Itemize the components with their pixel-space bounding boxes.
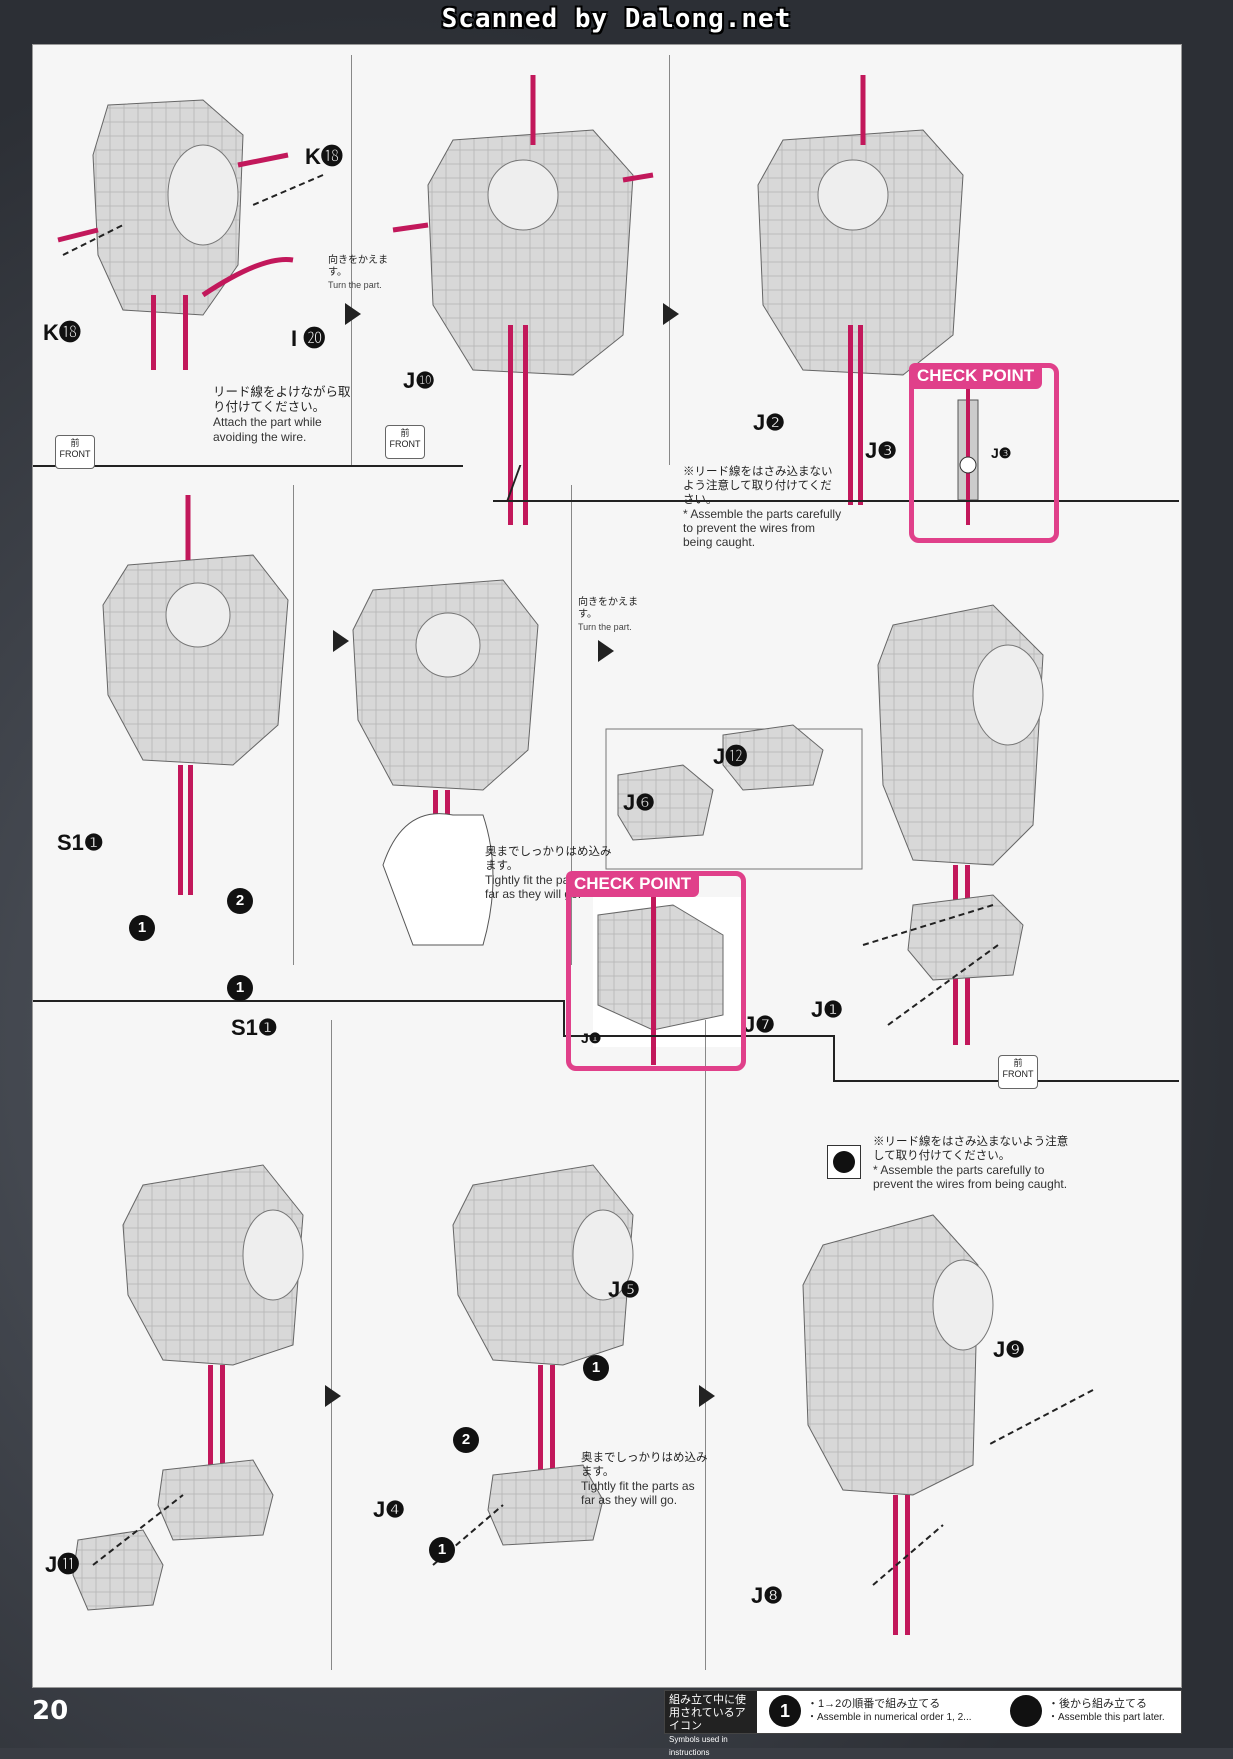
- legend-later-text: ・後から組み立てる・Assemble this part later.: [1048, 1698, 1165, 1723]
- part-label-j10: J❿: [403, 368, 435, 393]
- instruction-page: K⓲ K⓲ I ⓴ J❿ J❷ J❸ S1❶ S1❶ J⓬ J❻ J❶ J❼ J…: [32, 44, 1182, 1688]
- divider: [705, 1020, 706, 1670]
- part-label-s1-bottom: S1❶: [231, 1015, 278, 1040]
- step-arrow-icon: [699, 1385, 715, 1407]
- check-point-title-1: CHECK POINT: [909, 363, 1043, 389]
- assembly-illustration: [57, 75, 1094, 1635]
- panel-border: [33, 1000, 563, 1002]
- step-number-1: 1: [583, 1355, 609, 1381]
- parts-j6-j12-inset: [605, 724, 863, 870]
- step-arrow-icon: [345, 303, 361, 325]
- step-arrow-icon: [663, 303, 679, 325]
- note-fit-parts-2: 奥までしっかりはめ込みます。Tightly fit the parts as f…: [581, 1452, 708, 1507]
- panel-border: [33, 465, 463, 467]
- divider: [351, 55, 352, 465]
- head-unit-3: [757, 75, 964, 505]
- note-turn-part-1: 向きをかえます。Turn the part.: [328, 255, 388, 290]
- check-point-label-j3: J❸: [991, 445, 1012, 461]
- part-label-j1: J❶: [811, 997, 843, 1022]
- part-label-j12: J⓬: [713, 744, 748, 769]
- assemble-later-icon: [827, 1145, 861, 1179]
- check-point-diagram-1: [957, 385, 979, 525]
- panel-border: [563, 1035, 833, 1037]
- part-label-j8: J❽: [751, 1583, 783, 1608]
- part-label-s1-top: S1❶: [57, 830, 104, 855]
- part-label-j6: J❻: [623, 790, 655, 815]
- panel-border: [563, 1000, 565, 1035]
- step-number-1: 1: [429, 1537, 455, 1563]
- part-label-j11: J⓫: [45, 1552, 80, 1577]
- head-unit-5: [352, 579, 539, 946]
- part-label-i20: I ⓴: [291, 326, 326, 351]
- page-number: 20: [32, 1696, 69, 1726]
- torso-unit-8: [452, 1164, 634, 1546]
- legend-later-icon: [1010, 1695, 1042, 1727]
- part-label-j7: J❼: [743, 1012, 775, 1037]
- part-label-j4: J❹: [373, 1497, 405, 1522]
- head-unit-1: [57, 99, 294, 370]
- torso-unit-9: [802, 1214, 994, 1635]
- part-label-k18-top: K⓲: [305, 144, 343, 169]
- check-point-diagram-2: [593, 895, 743, 1065]
- panel-border: [833, 1035, 835, 1080]
- step-arrow-icon: [598, 640, 614, 662]
- step-arrow-icon: [325, 1385, 341, 1407]
- divider: [669, 55, 670, 465]
- step-number-1: 1: [227, 975, 253, 1001]
- note-turn-part-2: 向きをかえます。Turn the part.: [578, 597, 638, 632]
- head-unit-4: [102, 495, 289, 895]
- part-label-j5: J❺: [608, 1277, 640, 1302]
- torso-unit-6: [877, 604, 1044, 1045]
- part-label-j3: J❸: [865, 438, 897, 463]
- step-number-1: 1: [129, 915, 155, 941]
- torso-unit-7: [72, 1164, 304, 1611]
- legend-step-icon: 1: [769, 1695, 801, 1727]
- check-point-label-j1: J❶: [581, 1030, 602, 1046]
- scan-watermark: Scanned by Dalong.net: [441, 4, 792, 34]
- note-avoid-wire: リード線をよけながら取り付けてください。Attach the part whil…: [213, 385, 351, 444]
- panel-border: [493, 500, 1179, 502]
- part-label-j9: J❾: [993, 1337, 1025, 1362]
- part-label-k18-left: K⓲: [43, 320, 81, 345]
- step-number-2: 2: [227, 888, 253, 914]
- divider: [293, 485, 294, 965]
- part-label-j2: J❷: [753, 410, 785, 435]
- note-wire-caught-1: ※リード線をはさみ込まないよう注意して取り付けてください。* Assemble …: [683, 466, 842, 549]
- divider: [571, 485, 572, 965]
- legend-order-text: ・1→2の順番で組み立てる・Assemble in numerical orde…: [807, 1698, 972, 1723]
- divider: [331, 1020, 332, 1670]
- head-unit-2: [392, 75, 654, 525]
- note-wire-caught-2: ※リード線をはさみ込まないよう注意して取り付けてください。* Assemble …: [873, 1136, 1069, 1191]
- check-point-box-1: [909, 363, 1059, 543]
- check-point-title-2: CHECK POINT: [566, 871, 700, 897]
- step-number-2: 2: [453, 1427, 479, 1453]
- step-arrow-icon: [333, 630, 349, 652]
